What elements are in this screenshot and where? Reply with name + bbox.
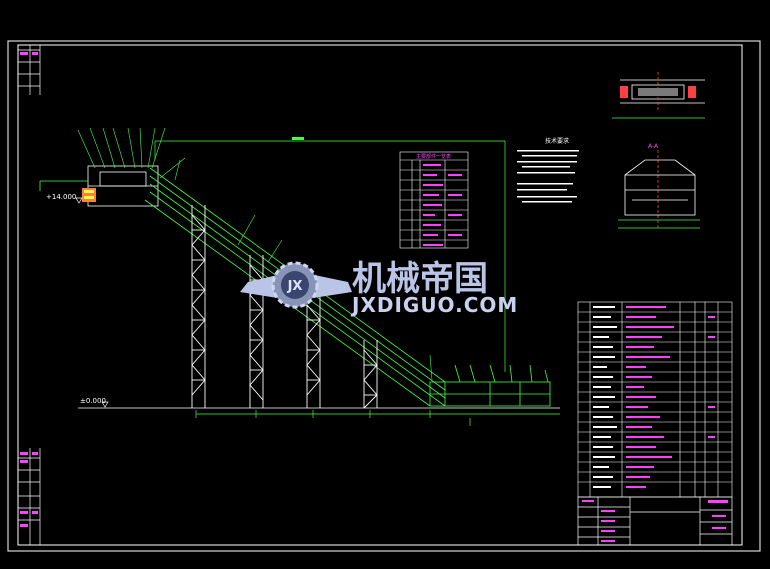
parts-summary-title: 主要部件一览表 (416, 153, 451, 160)
support-tower-1 (191, 205, 206, 408)
head-leader-lines (77, 127, 186, 179)
elevation-ground-marker (101, 401, 109, 408)
left-margin-marks (20, 52, 38, 527)
watermark-chinese: 机械帝国 (352, 259, 488, 299)
elevation-top-marker (75, 197, 83, 204)
parts-list-entries-magenta (626, 306, 715, 488)
outer-frame (7, 40, 761, 552)
conveyor-leader-lines (174, 159, 433, 381)
tail-station (429, 364, 551, 407)
pulley-left-bearing (620, 86, 628, 98)
emblem-letters: JX (287, 279, 303, 294)
inner-frame (17, 44, 743, 546)
section-a-a-label: A-A (648, 143, 659, 150)
technical-notes-title: 技术要求 (545, 137, 569, 145)
parts-summary-table (399, 151, 469, 249)
support-tower-4 (363, 340, 378, 409)
base-dimension-line (195, 410, 560, 426)
pulley-drum (638, 88, 678, 96)
technical-notes-lines (517, 150, 579, 203)
parts-list-table (577, 301, 733, 498)
left-margin-strip (18, 45, 41, 545)
title-block (577, 496, 733, 546)
watermark-latin: JXDIGUO.COM (350, 293, 518, 317)
parts-summary-entries (423, 164, 462, 246)
watermark-logo: JX (240, 261, 352, 309)
parts-list-entries-white (593, 306, 617, 488)
title-block-entries (582, 500, 728, 542)
support-tower-3 (306, 295, 321, 408)
section-a-a-view (618, 150, 700, 230)
elevation-ground-label: ±0.000 (80, 397, 106, 405)
elevation-top-label: +14.000 (46, 193, 76, 201)
overall-dimension (154, 137, 506, 372)
support-tower-2 (249, 255, 264, 408)
head-station (39, 165, 159, 207)
pulley-right-bearing (688, 86, 696, 98)
